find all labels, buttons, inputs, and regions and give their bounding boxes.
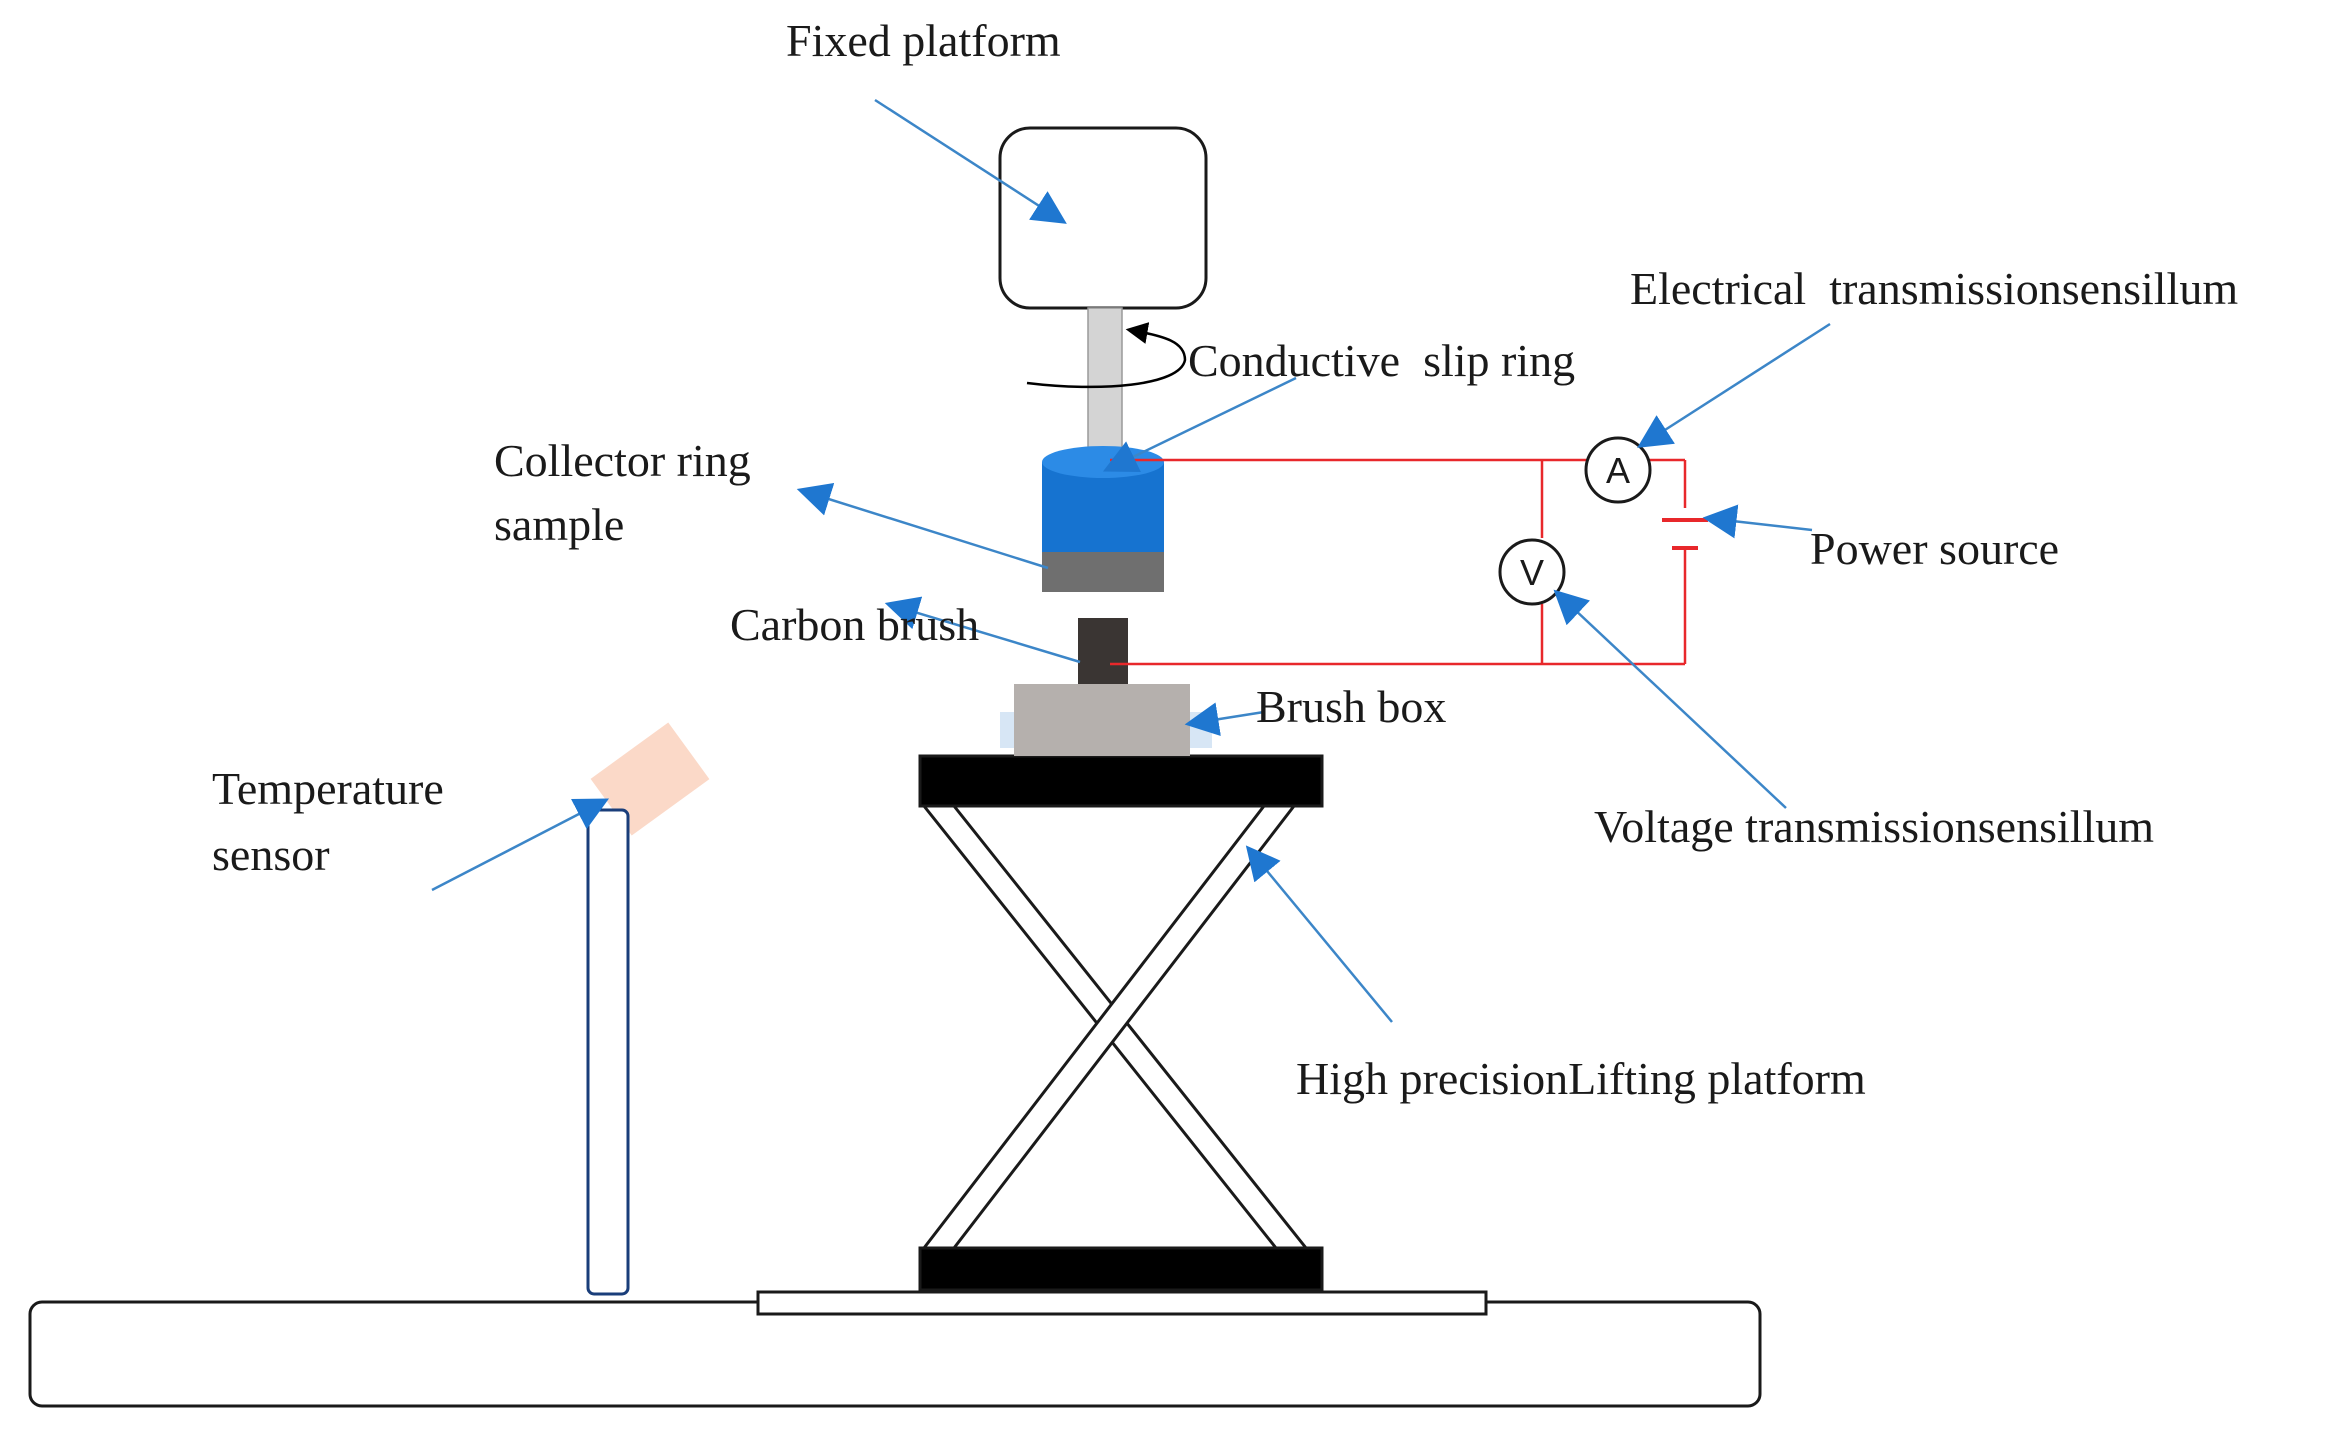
lifting-platform-top-bar — [918, 754, 1324, 808]
ammeter-symbol: A — [1606, 450, 1630, 491]
fixed-platform — [998, 126, 1208, 310]
label-electrical-sensillum: Electrical transmissionsensillum — [1630, 263, 2238, 314]
label-brush-box: Brush box — [1256, 681, 1446, 732]
labels: Fixed platform Conductive slip ring Coll… — [212, 15, 2238, 1104]
label-carbon-brush: Carbon brush — [730, 599, 979, 650]
collector-ring-sample — [1042, 446, 1164, 592]
arrow-temperature-sensor — [431, 798, 610, 892]
base-plate — [756, 1290, 1488, 1316]
arrow-electrical-sensillum — [1637, 322, 1831, 448]
label-power-source: Power source — [1810, 523, 2059, 574]
label-collector-ring-line2: sample — [494, 499, 624, 550]
label-conductive-slip-ring: Conductive slip ring — [1188, 335, 1575, 386]
lifting-platform — [918, 754, 1324, 1292]
arrow-carbon-brush — [884, 596, 1081, 664]
arrow-collector-ring — [796, 482, 1049, 570]
arrow-conductive-slip-ring — [1102, 376, 1297, 472]
voltmeter-symbol: V — [1520, 552, 1544, 593]
arrow-voltage-sensillum — [1553, 589, 1787, 809]
lifting-platform-bottom-bar — [918, 1246, 1324, 1292]
arrow-fixed-platform — [874, 98, 1067, 224]
temperature-sensor-rod — [586, 808, 630, 1296]
label-temperature-line1: Temperature — [212, 763, 444, 814]
leader-arrows — [431, 98, 1831, 1023]
label-voltage-sensillum: Voltage transmissionsensillum — [1594, 801, 2154, 852]
ammeter: A — [1584, 436, 1652, 504]
label-collector-ring-line1: Collector ring — [494, 435, 751, 486]
arrow-lifting-platform — [1245, 845, 1393, 1023]
carbon-brush — [1078, 618, 1128, 684]
voltmeter: V — [1498, 538, 1566, 606]
base-table — [28, 1300, 1762, 1408]
label-temperature-line2: sensor — [212, 829, 330, 880]
label-lifting-platform: High precisionLifting platform — [1296, 1053, 1866, 1104]
arrow-power-source — [1702, 504, 1813, 539]
rotation-arrow-icon — [1026, 322, 1187, 389]
shaft — [1087, 307, 1123, 457]
temperature-sensor-tip — [590, 722, 710, 836]
brush-box — [1014, 684, 1190, 756]
arrow-brush-box — [1184, 702, 1265, 737]
temperature-sensor — [586, 722, 710, 1296]
label-fixed-platform: Fixed platform — [786, 15, 1061, 66]
